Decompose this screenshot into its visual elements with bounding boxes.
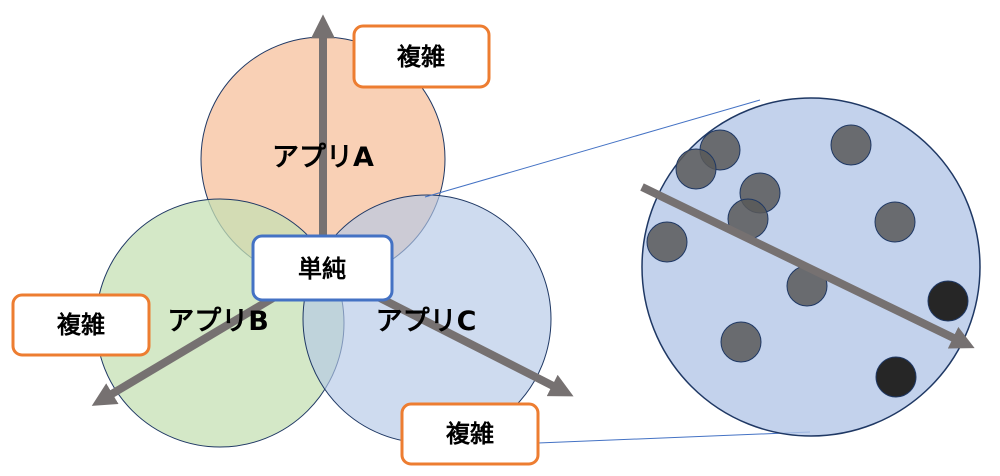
complex-box-left [11,293,151,357]
zoom-connector-top [424,99,761,198]
complex-box-bottom [400,402,540,466]
simple-box [251,234,394,302]
zoom-points [646,124,916,363]
data-point [675,148,717,190]
data-point [874,201,916,243]
data-point [720,321,762,363]
zoom-points-dark [875,280,969,398]
complex-box-top [352,24,491,89]
complex-label-left: 複雑 [57,311,105,339]
app-c-label: アプリC [376,306,477,337]
complex-label-top: 複雑 [397,43,445,71]
zoom-axis [640,183,975,349]
data-point-dark [875,356,917,398]
data-point [646,221,688,263]
simple-label: 単純 [298,255,346,283]
app-a-label: アプリA [272,142,374,173]
data-point [830,124,872,166]
zoom-connector-bottom [537,431,811,444]
data-point-dark [927,280,969,322]
app-b-label: アプリB [167,306,269,337]
complex-label-bottom: 複雑 [446,420,494,448]
